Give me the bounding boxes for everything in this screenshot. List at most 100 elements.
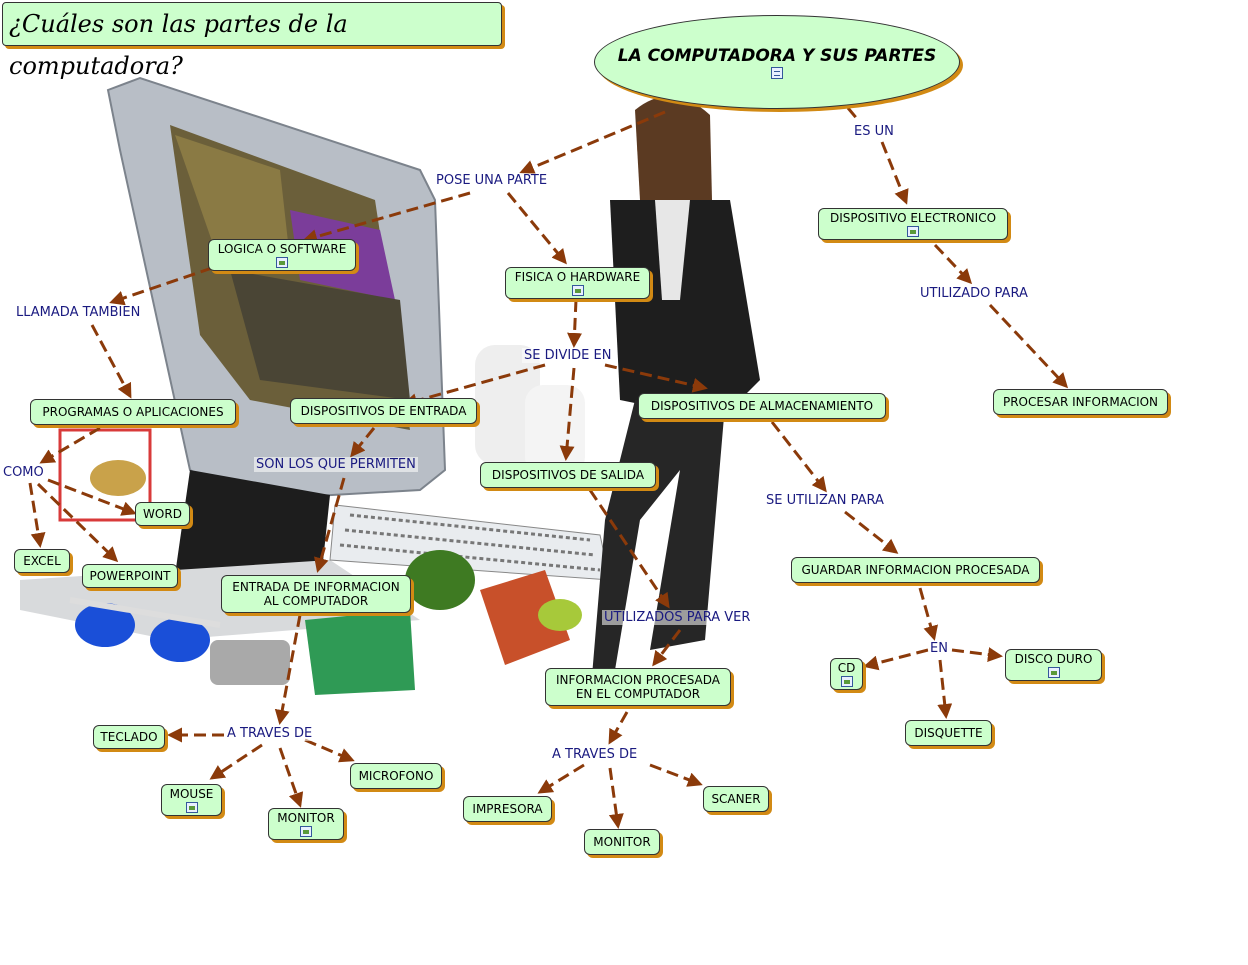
link-line (314, 477, 346, 573)
link-label: COMO (1, 465, 46, 480)
concept-monitor-entrada[interactable]: MONITOR (268, 808, 344, 840)
image-icon[interactable] (185, 802, 198, 813)
concept-disquette[interactable]: DISQUETTE (905, 720, 992, 746)
image-icon[interactable] (300, 826, 312, 837)
concept-scaner[interactable]: SCANER (703, 786, 769, 812)
concept-label: IMPRESORA (472, 802, 543, 816)
link-line (880, 141, 909, 205)
root-concept[interactable]: LA COMPUTADORA Y SUS PARTES (594, 15, 960, 109)
concept-label: ENTRADA DE INFORMACION (232, 580, 400, 594)
link-line (506, 192, 567, 265)
concept-excel[interactable]: EXCEL (14, 549, 70, 573)
concept-label: POWERPOINT (89, 569, 171, 583)
concept-monitor-salida[interactable]: MONITOR (584, 829, 660, 855)
link-line (844, 510, 899, 554)
concept-informacion-procesada[interactable]: INFORMACION PROCESADA EN EL COMPUTADOR (545, 668, 731, 706)
concept-microfono[interactable]: MICROFONO (350, 763, 442, 789)
concept-label: PROCESAR INFORMACION (1002, 395, 1159, 409)
document-icon[interactable] (771, 66, 783, 79)
concept-label: MOUSE (169, 787, 214, 801)
image-icon[interactable] (840, 676, 853, 687)
link-line (846, 107, 860, 121)
concept-teclado[interactable]: TECLADO (93, 725, 165, 749)
link-line (402, 363, 546, 409)
concept-fisica-hardware[interactable]: FISICA O HARDWARE (505, 267, 650, 299)
concept-label: MICROFONO (358, 769, 434, 783)
concept-disco-duro[interactable]: DISCO DURO (1005, 649, 1102, 681)
link-line (559, 367, 576, 461)
concept-label: INFORMACION PROCESADA (556, 673, 720, 687)
concept-dispositivos-almacenamiento[interactable]: DISPOSITIVOS DE ALMACENAMIENTO (638, 393, 886, 419)
link-line (608, 767, 624, 829)
link-label: ES UN (852, 124, 896, 139)
concept-label: DISPOSITIVOS DE ALMACENAMIENTO (650, 399, 874, 413)
link-line (937, 659, 953, 719)
link-label: LLAMADA TAMBIEN (14, 305, 143, 320)
concept-label: DISPOSITIVOS DE ENTRADA (300, 404, 467, 418)
link-line (608, 711, 629, 745)
link-line (652, 629, 682, 667)
link-line (918, 587, 938, 641)
concept-cd[interactable]: CD (830, 658, 863, 690)
concept-guardar-informacion[interactable]: GUARDAR INFORMACION PROCESADA (791, 557, 1040, 583)
image-icon[interactable] (276, 257, 288, 268)
link-line (567, 299, 583, 348)
link-line (39, 426, 101, 464)
page-title: ¿Cuáles son las partes de la computadora… (2, 2, 502, 80)
concept-dispositivos-salida[interactable]: DISPOSITIVOS DE SALIDA (480, 462, 656, 488)
concept-label: EN EL COMPUTADOR (575, 687, 701, 701)
concept-label: AL COMPUTADOR (263, 594, 369, 608)
concept-label: DISPOSITIVOS DE SALIDA (491, 468, 645, 482)
link-line (604, 363, 708, 393)
link-label: A TRAVES DE (550, 747, 640, 762)
image-icon[interactable] (907, 226, 919, 237)
concept-dispositivos-entrada[interactable]: DISPOSITIVOS DE ENTRADA (290, 398, 477, 424)
link-line (209, 743, 263, 780)
concept-powerpoint[interactable]: POWERPOINT (82, 564, 178, 588)
link-line (933, 243, 973, 285)
root-label: LA COMPUTADORA Y SUS PARTES (617, 45, 937, 66)
link-line (274, 614, 302, 725)
link-line (951, 647, 1003, 662)
concept-label: SCANER (711, 792, 761, 806)
link-line (588, 489, 670, 609)
link-line (519, 110, 666, 175)
concept-label: LOGICA O SOFTWARE (217, 242, 347, 256)
concept-procesar-informacion[interactable]: PROCESAR INFORMACION (993, 389, 1168, 415)
link-label: POSE UNA PARTE (434, 173, 550, 188)
link-label: SON LOS QUE PERMITEN (254, 457, 418, 472)
image-icon[interactable] (1047, 667, 1060, 678)
link-label: A TRAVES DE (225, 726, 315, 741)
link-line (28, 482, 46, 548)
concept-word[interactable]: WORD (135, 502, 190, 526)
concept-logica-software[interactable]: LOGICA O SOFTWARE (208, 239, 356, 271)
concept-label: DISQUETTE (914, 726, 983, 740)
concept-label: CD (837, 661, 856, 675)
link-line (47, 478, 137, 516)
concept-label: FISICA O HARDWARE (514, 270, 641, 284)
concept-programas-aplicaciones[interactable]: PROGRAMAS O APLICACIONES (30, 399, 236, 425)
concept-label: GUARDAR INFORMACION PROCESADA (801, 563, 1030, 577)
concept-label: MONITOR (277, 811, 335, 825)
link-line (90, 324, 132, 399)
link-label: SE DIVIDE EN (522, 348, 614, 363)
concept-label: DISCO DURO (1014, 652, 1093, 666)
concept-impresora[interactable]: IMPRESORA (463, 796, 552, 822)
link-line (109, 266, 213, 306)
link-label: UTILIZADO PARA (918, 286, 1030, 301)
concept-label: TECLADO (100, 730, 158, 744)
concept-mouse[interactable]: MOUSE (161, 784, 222, 816)
link-line (649, 763, 703, 787)
concept-label: PROGRAMAS O APLICACIONES (42, 405, 224, 419)
concept-label: DISPOSITIVO ELECTRONICO (829, 211, 997, 225)
image-icon[interactable] (571, 285, 584, 296)
link-label: UTILIZADOS PARA VER (602, 610, 753, 625)
link-line (304, 738, 355, 763)
link-line (302, 191, 471, 244)
concept-label: MONITOR (593, 835, 651, 849)
link-label: SE UTILIZAN PARA (764, 493, 886, 508)
concept-dispositivo-electronico[interactable]: DISPOSITIVO ELECTRONICO (818, 208, 1008, 240)
concept-entrada-informacion[interactable]: ENTRADA DE INFORMACION AL COMPUTADOR (221, 575, 411, 613)
